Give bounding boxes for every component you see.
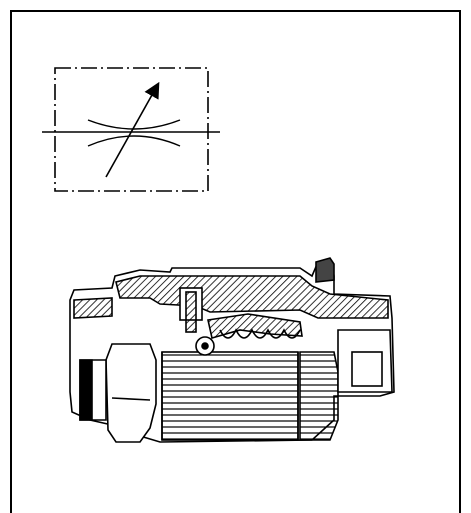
stem — [185, 291, 197, 333]
symbol-box — [54, 67, 209, 192]
left-flange-section — [73, 297, 113, 319]
adjustment-arrow-icon — [105, 81, 160, 178]
outlet-port — [351, 351, 383, 387]
adjustment-knob — [315, 257, 335, 283]
restriction-curve-bottom — [87, 135, 181, 147]
outlet-collar — [299, 351, 339, 441]
restriction-curve-top — [87, 119, 181, 130]
ball-valve-center — [201, 342, 209, 350]
valve-cross-section-drawing — [69, 257, 395, 443]
inlet-nut — [105, 343, 157, 443]
upper-wall-section — [115, 275, 389, 319]
adjustable-throttle-valve-symbol — [42, 67, 220, 192]
inlet-nut-edge — [111, 397, 151, 401]
inlet-pipe-shade — [79, 359, 93, 421]
spring-cylinder — [161, 351, 299, 441]
inner-seat-section — [207, 313, 303, 340]
spring-coil — [219, 328, 301, 339]
